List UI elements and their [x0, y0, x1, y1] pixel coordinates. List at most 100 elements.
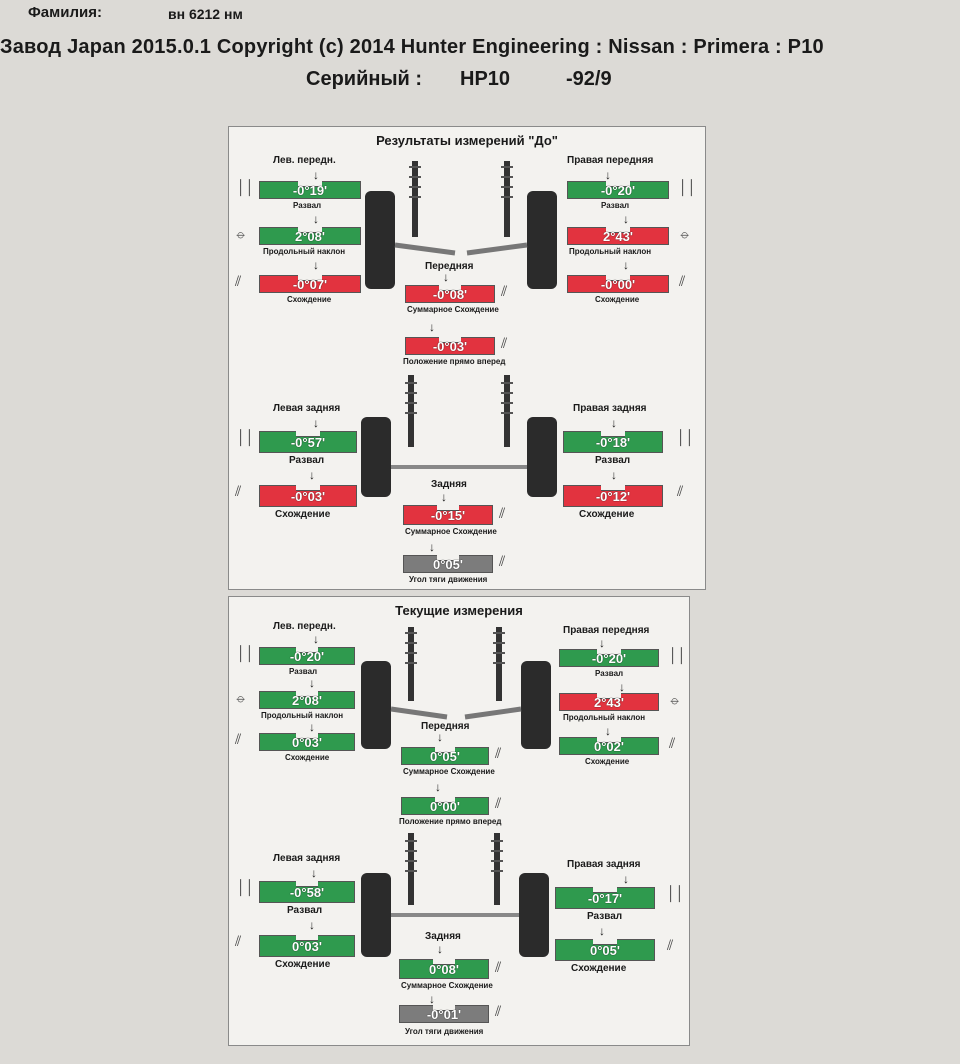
toe-icon: ⫽ — [669, 735, 676, 751]
current-thrust-angle-gauge: -0°01' — [399, 1005, 489, 1023]
camber-icon: ││ — [237, 645, 255, 661]
current-fr-camber-gauge: -0°20' — [559, 649, 659, 667]
front-left-label: Лев. передн. — [273, 621, 336, 632]
caster-label: Продольный наклон — [263, 247, 346, 256]
down-arrow-icon: ↓ — [623, 212, 629, 226]
down-arrow-icon: ↓ — [599, 924, 605, 938]
down-arrow-icon: ↓ — [429, 320, 435, 334]
down-arrow-icon: ↓ — [311, 866, 317, 880]
current-front-total-toe-gauge: 0°05' — [401, 747, 489, 765]
before-fr-camber-gauge: -0°20' — [567, 181, 669, 199]
toe-icon: ⫽ — [495, 745, 502, 761]
current-fl-toe-gauge: 0°03' — [259, 733, 355, 751]
camber-icon: ││ — [237, 429, 255, 445]
toe-icon: ⫽ — [495, 959, 502, 975]
down-arrow-icon: ↓ — [429, 540, 435, 554]
caster-label: Продольный наклон — [569, 247, 652, 256]
camber-label: Развал — [289, 455, 325, 466]
down-arrow-icon: ↓ — [611, 416, 617, 430]
before-rr-toe-gauge: -0°12' — [563, 485, 663, 507]
thrust-label: Угол тяги движения — [405, 1027, 484, 1036]
toe-icon: ⫽ — [667, 937, 674, 953]
current-rl-camber-gauge: -0°58' — [259, 881, 355, 903]
camber-icon: ││ — [237, 879, 255, 895]
down-arrow-icon: ↓ — [313, 212, 319, 226]
before-front-total-toe-gauge: -0°08' — [405, 285, 495, 303]
caster-icon: ⦵ — [679, 225, 691, 241]
camber-label: Развал — [293, 201, 322, 210]
current-setback-gauge: 0°00' — [401, 797, 489, 815]
serial-number: -92/9 — [566, 68, 612, 90]
rear-right-label: Правая задняя — [567, 859, 641, 870]
down-arrow-icon: ↓ — [309, 720, 315, 734]
down-arrow-icon: ↓ — [313, 632, 319, 646]
down-arrow-icon: ↓ — [435, 780, 441, 794]
current-fr-toe-gauge: 0°02' — [559, 737, 659, 755]
setback-icon: ⫽ — [495, 795, 502, 811]
down-arrow-icon: ↓ — [437, 730, 443, 744]
rear-axle-label: Задняя — [431, 479, 467, 490]
camber-icon: ││ — [669, 647, 687, 663]
down-arrow-icon: ↓ — [313, 258, 319, 272]
camber-label: Развал — [601, 201, 630, 210]
front-right-label: Правая передняя — [567, 155, 654, 166]
down-arrow-icon: ↓ — [623, 872, 629, 886]
current-rl-toe-gauge: 0°03' — [259, 935, 355, 957]
caster-icon: ⦵ — [669, 691, 681, 707]
toe-label: Схождение — [571, 963, 627, 974]
down-arrow-icon: ↓ — [605, 724, 611, 738]
before-thrust-angle-gauge: 0°05' — [403, 555, 493, 573]
rear-right-label: Правая задняя — [573, 403, 647, 414]
current-panel: Текущие измерения Лев. передн. ↓ ││ -0°2… — [228, 596, 690, 1046]
before-fl-caster-gauge: 2°08' — [259, 227, 361, 245]
panel-title: Текущие измерения — [395, 603, 523, 618]
rear-suspension-diagram — [361, 627, 551, 957]
rear-left-label: Левая задняя — [273, 853, 341, 864]
total-toe-label: Суммарное Схождение — [401, 981, 493, 990]
camber-label: Развал — [587, 911, 623, 922]
caster-icon: ⦵ — [235, 689, 247, 705]
toe-icon: ⫽ — [235, 933, 242, 949]
toe-icon: ⫽ — [677, 483, 684, 499]
toe-label: Схождение — [585, 757, 630, 766]
toe-icon: ⫽ — [235, 273, 242, 289]
down-arrow-icon: ↓ — [313, 168, 319, 182]
setback-icon: ⫽ — [501, 335, 508, 351]
total-toe-label: Суммарное Схождение — [405, 527, 497, 536]
thrust-label: Угол тяги движения — [409, 575, 488, 584]
serial-label: Серийный : — [306, 68, 423, 90]
before-setback-gauge: -0°03' — [405, 337, 495, 355]
surname-value: вн 6212 нм — [168, 6, 243, 22]
toe-label: Схождение — [275, 509, 331, 520]
caster-icon: ⦵ — [235, 225, 247, 241]
before-fr-caster-gauge: 2°43' — [567, 227, 669, 245]
camber-label: Развал — [287, 905, 323, 916]
toe-label: Схождение — [595, 295, 640, 304]
before-rl-camber-gauge: -0°57' — [259, 431, 357, 453]
before-rl-toe-gauge: -0°03' — [259, 485, 357, 507]
camber-label: Развал — [595, 669, 624, 678]
before-fl-camber-gauge: -0°19' — [259, 181, 361, 199]
front-right-label: Правая передняя — [563, 625, 650, 636]
down-arrow-icon: ↓ — [309, 468, 315, 482]
toe-icon: ⫽ — [679, 273, 686, 289]
toe-label: Схождение — [275, 959, 331, 970]
camber-icon: ││ — [679, 179, 697, 195]
down-arrow-icon: ↓ — [623, 258, 629, 272]
current-fr-caster-gauge: 2°43' — [559, 693, 659, 711]
before-panel: Результаты измерений "До" Лев. передн. ↓… — [228, 126, 706, 590]
front-left-label: Лев. передн. — [273, 155, 336, 166]
down-arrow-icon: ↓ — [599, 636, 605, 650]
current-rear-total-toe-gauge: 0°08' — [399, 959, 489, 979]
thrust-icon: ⫽ — [495, 1003, 502, 1019]
down-arrow-icon: ↓ — [429, 992, 435, 1006]
toe-icon: ⫽ — [235, 483, 242, 499]
down-arrow-icon: ↓ — [441, 490, 447, 504]
camber-icon: ││ — [677, 429, 695, 445]
toe-icon: ⫽ — [235, 731, 242, 747]
current-rr-toe-gauge: 0°05' — [555, 939, 655, 961]
surname-label: Фамилия: — [28, 4, 102, 21]
front-suspension-diagram — [361, 161, 557, 497]
toe-label: Схождение — [285, 753, 330, 762]
down-arrow-icon: ↓ — [309, 918, 315, 932]
